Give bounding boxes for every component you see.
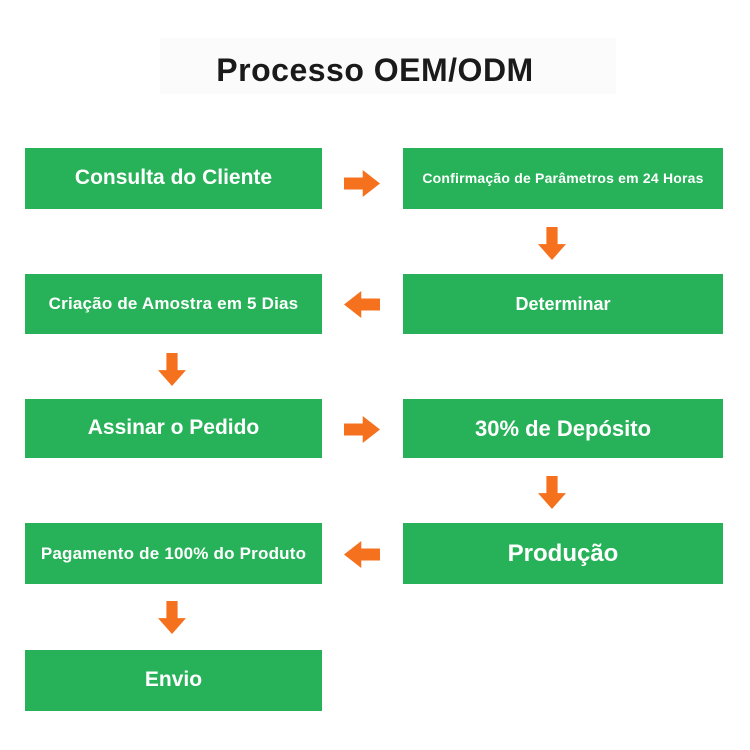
step-criacao-amostra: Criação de Amostra em 5 Dias [25, 274, 322, 334]
step-confirmacao-parametros: Confirmação de Parâmetros em 24 Horas [403, 148, 723, 209]
arrow-left-icon [344, 291, 380, 318]
arrow-down-icon [158, 601, 186, 634]
arrow-right-icon [344, 170, 380, 197]
arrow-right-icon [344, 416, 380, 443]
arrow-left-icon [344, 541, 380, 568]
step-assinar-pedido: Assinar o Pedido [25, 399, 322, 458]
arrow-down-icon [158, 353, 186, 386]
step-consulta-do-cliente: Consulta do Cliente [25, 148, 322, 209]
step-envio: Envio [25, 650, 322, 711]
arrow-down-icon [538, 227, 566, 260]
arrow-down-icon [538, 476, 566, 509]
step-pagamento-100: Pagamento de 100% do Produto [25, 523, 322, 584]
page-title: Processo OEM/ODM [216, 52, 534, 88]
step-deposito-30: 30% de Depósito [403, 399, 723, 458]
title-highlight-band [160, 38, 616, 94]
step-producao: Produção [403, 523, 723, 584]
step-determinar: Determinar [403, 274, 723, 334]
